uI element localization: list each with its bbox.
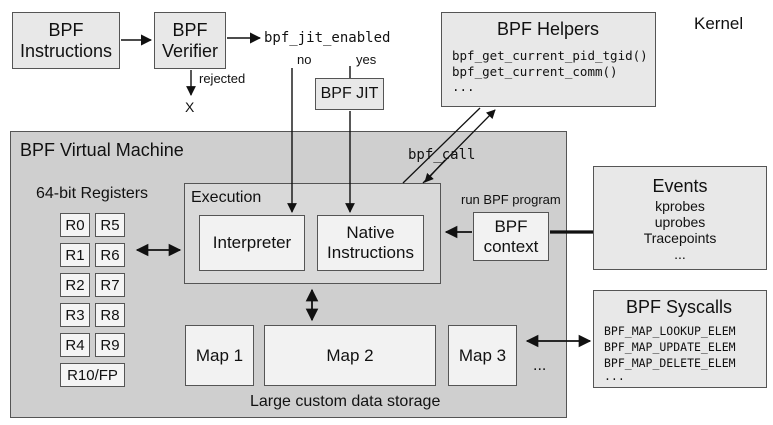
rejected-label: rejected (199, 71, 246, 86)
run-program-label: run BPF program (461, 192, 561, 207)
native-line2: Instructions (327, 243, 414, 262)
bpf-helpers-title: BPF Helpers (497, 19, 600, 39)
bpf-call-line-1 (402, 107, 481, 184)
event-item-uprobes: uprobes (654, 214, 706, 230)
event-item-more: ... (674, 246, 686, 262)
jit-no-label: no (297, 52, 312, 67)
helper-item-3: ... (452, 79, 475, 94)
bpf-jit-box: BPF JIT (315, 78, 384, 110)
bpf-jit-text: BPF JIT (320, 85, 379, 102)
map-3-box: Map 3 (448, 325, 517, 386)
helper-item-1: bpf_get_current_pid_tgid() (452, 48, 648, 63)
bpf-call-label: bpf_call (408, 147, 476, 163)
map-2-text: Map 2 (326, 345, 374, 365)
register-r2: R2 (60, 273, 90, 297)
interpreter-text: Interpreter (212, 233, 292, 252)
bpf-context-line2: context (483, 236, 539, 256)
syscall-item-delete: BPF_MAP_DELETE_ELEM (604, 356, 736, 370)
jit-yes-label: yes (356, 52, 377, 67)
syscalls-title: BPF Syscalls (626, 297, 733, 317)
bpf-syscalls-box: BPF Syscalls BPF_MAP_LOOKUP_ELEM BPF_MAP… (593, 290, 767, 388)
maps-ellipsis: ... (533, 357, 547, 374)
syscall-item-update: BPF_MAP_UPDATE_ELEM (604, 340, 736, 354)
map-3-text: Map 3 (458, 345, 507, 365)
vm-title: BPF Virtual Machine (20, 140, 184, 160)
bpf-context-line1: BPF (494, 216, 528, 236)
map-1-box: Map 1 (185, 325, 254, 386)
bpf-instructions-box: BPF Instructions (12, 12, 120, 69)
map-2-box: Map 2 (264, 325, 436, 386)
register-r0: R0 (60, 213, 90, 237)
kernel-label: Kernel (694, 14, 744, 33)
interpreter-box: Interpreter (199, 215, 305, 271)
storage-label: Large custom data storage (250, 393, 441, 410)
syscall-item-more: ... (604, 369, 625, 383)
event-item-kprobes: kprobes (655, 198, 705, 214)
register-r8: R8 (95, 303, 125, 327)
native-line1: Native (346, 223, 395, 242)
bpf-call-return-arrow (424, 159, 446, 183)
bpf-instructions-line2: Instructions (19, 40, 113, 61)
events-title: Events (652, 176, 708, 196)
helper-item-2: bpf_get_current_comm() (452, 64, 618, 79)
native-instructions-box: Native Instructions (317, 215, 424, 271)
bpf-helpers-box: BPF Helpers bpf_get_current_pid_tgid() b… (441, 12, 656, 107)
register-r10-fp: R10/FP (60, 363, 125, 387)
bpf-context-box: BPF context (473, 212, 549, 261)
bpf-instructions-line1: BPF (48, 19, 84, 40)
register-r3: R3 (60, 303, 90, 327)
jit-enabled-label: bpf_jit_enabled (264, 30, 391, 46)
bpf-verifier-line2: Verifier (161, 40, 219, 61)
events-box: Events kprobes uprobes Tracepoints ... (593, 166, 767, 270)
bpf-verifier-box: BPF Verifier (154, 12, 226, 69)
register-r5: R5 (95, 213, 125, 237)
rejected-x: X (185, 99, 195, 115)
register-r7: R7 (95, 273, 125, 297)
bpf-verifier-line1: BPF (172, 19, 208, 40)
register-r6: R6 (95, 243, 125, 267)
register-r9: R9 (95, 333, 125, 357)
registers-title: 64-bit Registers (36, 185, 149, 202)
event-item-tracepoints: Tracepoints (643, 230, 717, 246)
execution-title: Execution (191, 189, 262, 206)
register-r1: R1 (60, 243, 90, 267)
syscall-item-lookup: BPF_MAP_LOOKUP_ELEM (604, 324, 736, 338)
map-1-text: Map 1 (195, 345, 244, 365)
register-r4: R4 (60, 333, 90, 357)
